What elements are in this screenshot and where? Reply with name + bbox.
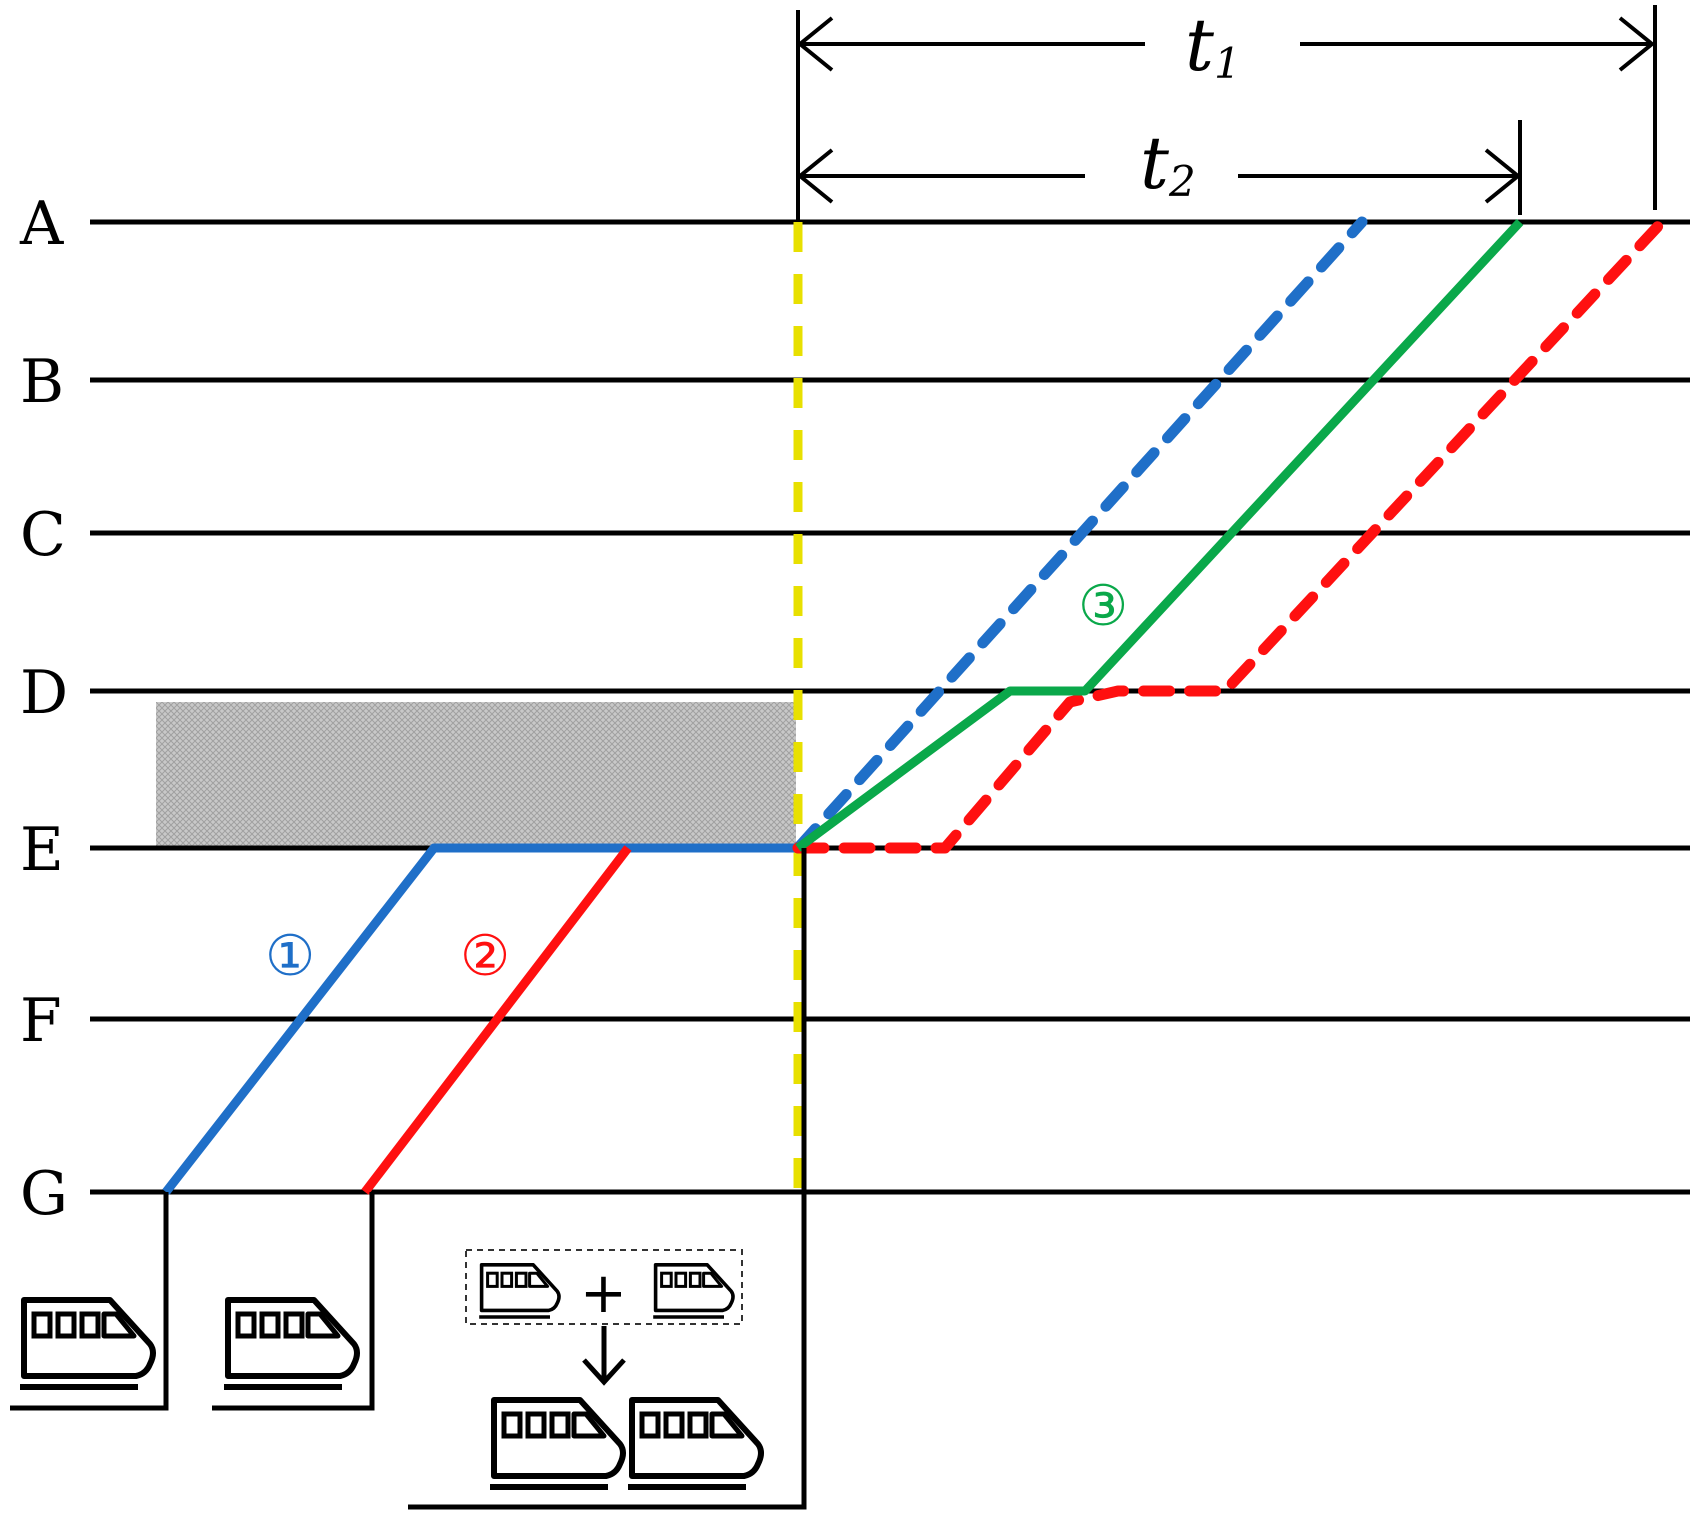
train-3-path: [795, 218, 1524, 852]
train-1-label: ①: [265, 924, 315, 989]
station-label-e: E: [20, 815, 64, 885]
station-label-g: G: [20, 1159, 68, 1229]
station-label-b: B: [20, 347, 64, 417]
shaded-region: [156, 702, 796, 848]
arrow-down-icon: [582, 1326, 626, 1386]
coupling-plus: +: [580, 1261, 627, 1326]
station-label-d: D: [20, 658, 68, 728]
train-icon: [478, 1263, 561, 1319]
time-dimensions: [796, 5, 1657, 222]
train-2-dashed-path: [792, 216, 1668, 854]
train-icon: [652, 1263, 735, 1319]
station-label-c: C: [20, 500, 66, 570]
train-3-label: ③: [1078, 574, 1128, 639]
t2-label: t2: [1140, 121, 1196, 206]
train-2-path: [361, 845, 632, 1195]
train-icon: [20, 1300, 153, 1387]
train-icon: [224, 1300, 357, 1387]
t1-label: t1: [1185, 3, 1241, 88]
train-2-label: ②: [460, 924, 510, 989]
coupling-box: [465, 1249, 743, 1325]
coupled-train-icon: [490, 1400, 761, 1487]
station-label-f: F: [20, 986, 62, 1056]
train-1-path: [162, 843, 798, 1195]
station-labels: A B C D E F G: [19, 189, 68, 1229]
station-label-a: A: [19, 189, 64, 259]
train-1-dashed-path: [792, 216, 1368, 854]
platform-lines: [10, 848, 807, 1510]
